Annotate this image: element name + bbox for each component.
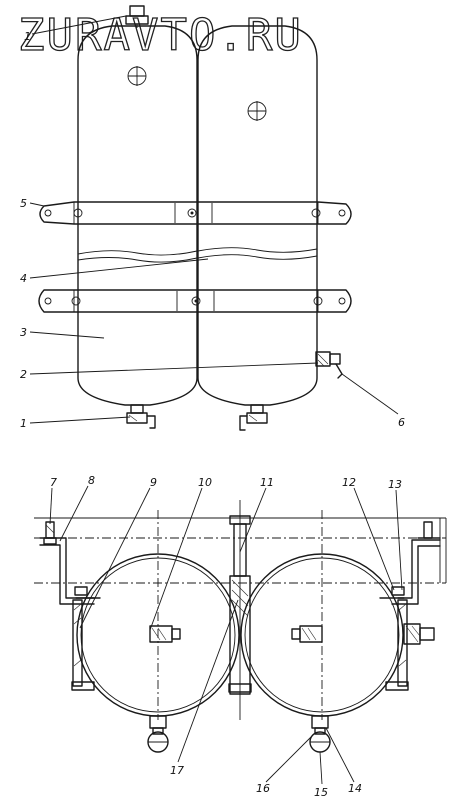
- clamp-band: [71, 597, 409, 691]
- left-drain-valve: [126, 404, 156, 429]
- left-mounting-bracket: [39, 521, 95, 605]
- section-view: [34, 500, 447, 753]
- callout-2: 2: [20, 368, 27, 381]
- watermark-text: ZURAVTO.RU: [18, 10, 303, 61]
- top-drain-fitting: [125, 5, 149, 28]
- center-spacer: [228, 500, 252, 720]
- callout-3: 3: [20, 326, 27, 339]
- callout-1-bottom: 1: [20, 417, 27, 430]
- right-side-valve: [403, 623, 435, 645]
- callout-16: 16: [256, 782, 270, 795]
- callout-9: 9: [150, 476, 157, 489]
- callout-14: 14: [348, 782, 362, 795]
- callout-6: 6: [398, 416, 405, 429]
- side-view-leaders: [29, 15, 399, 424]
- side-view: [38, 5, 352, 431]
- lower-clamp-strap: [38, 289, 352, 313]
- callout-17: 17: [170, 764, 184, 777]
- callout-5: 5: [20, 197, 27, 210]
- left-drain-cock: [147, 715, 169, 753]
- callout-10: 10: [198, 476, 212, 489]
- left-tank: [77, 25, 198, 406]
- callout-13: 13: [388, 478, 402, 491]
- section-view-leaders: [49, 485, 403, 785]
- callout-1-top: 1: [24, 30, 31, 43]
- callout-7: 7: [50, 476, 57, 489]
- left-inner-plug: [149, 625, 181, 643]
- callout-12: 12: [342, 476, 356, 489]
- right-mounting-bracket: [391, 521, 441, 605]
- callout-15: 15: [314, 786, 328, 799]
- right-drain-cock: [309, 715, 331, 753]
- right-drain-valve: [239, 404, 268, 431]
- right-inner-plug: [291, 625, 323, 643]
- right-tank: [197, 25, 318, 406]
- upper-clamp-strap: [39, 201, 352, 225]
- callout-4: 4: [20, 272, 27, 285]
- side-valve: [315, 351, 343, 379]
- callout-11: 11: [260, 476, 274, 489]
- callout-8: 8: [88, 474, 95, 487]
